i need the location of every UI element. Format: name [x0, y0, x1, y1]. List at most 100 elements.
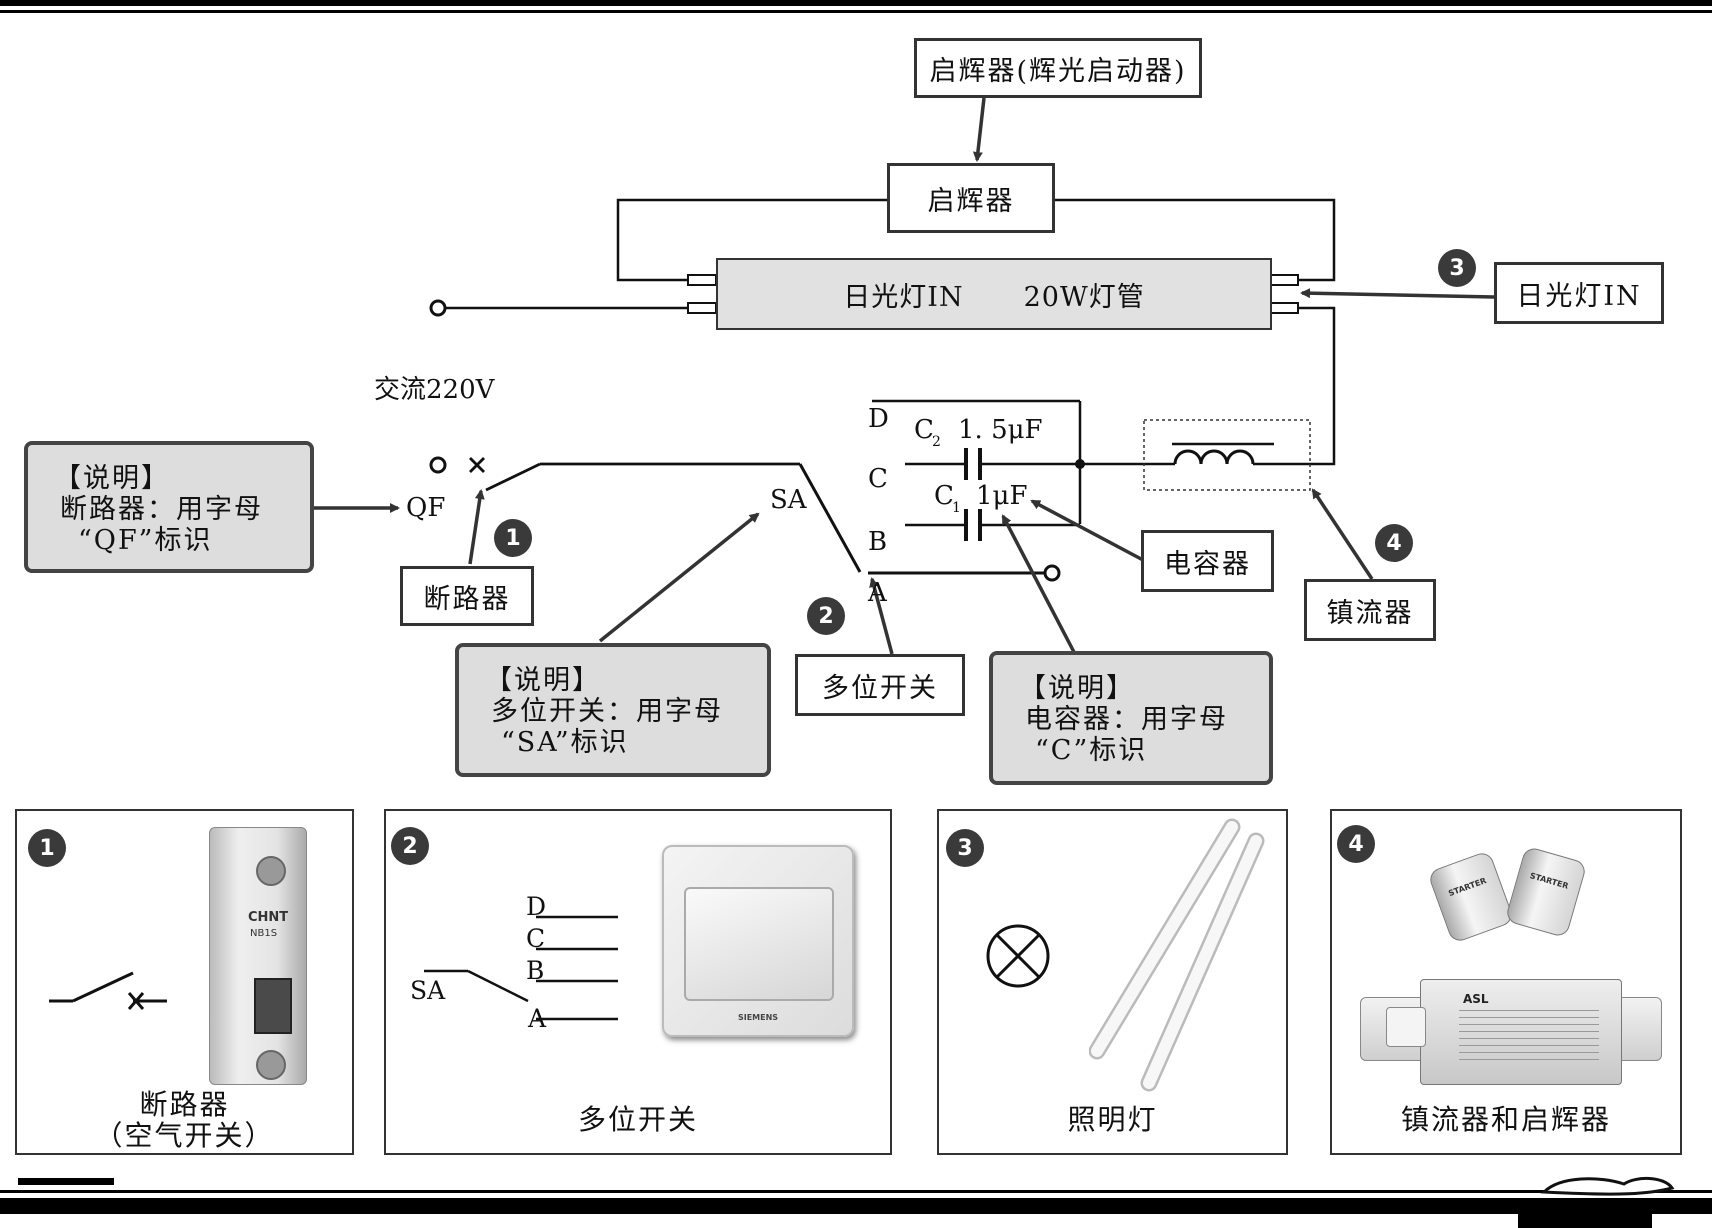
ballast-terminal-block	[1386, 1007, 1426, 1047]
breaker-device-image: CHNT NB1S	[209, 827, 307, 1085]
ballast-body: ASL	[1420, 979, 1622, 1085]
terminal-a-label: A	[867, 578, 888, 608]
panel-1-caption-line1: 断路器	[139, 1088, 230, 1121]
starter-callout-box: 启辉器(辉光启动器)	[914, 38, 1202, 98]
sa-label: SA	[770, 485, 808, 515]
breaker-toggle	[254, 978, 292, 1034]
starter-wiring	[441, 198, 1336, 466]
c1-subscript: 1	[952, 500, 961, 516]
switch-terminal-b: B	[526, 956, 544, 985]
panel-4-caption-line1: 镇流器和启辉器	[1400, 1103, 1611, 1136]
panel-switch: 2 D C B A SA SIEMENS 多位开关	[384, 809, 892, 1155]
ac-voltage-label: 交流220V	[374, 375, 496, 405]
switch-sa-symbol	[798, 463, 1045, 575]
note-capacitor-line2: “C”标识	[1035, 735, 1148, 766]
top-border-inner	[0, 10, 1712, 13]
ballast-label-lines	[1459, 1010, 1599, 1060]
bottom-accent	[18, 1178, 114, 1185]
capacitor-callout-box: 电容器	[1141, 530, 1274, 592]
switch-rocker	[684, 887, 834, 1001]
c2-label: C	[914, 415, 934, 445]
starter-canister-1: STARTER	[1426, 850, 1516, 944]
capacitor-c2-plates	[964, 448, 982, 480]
panel-2-badge: 2	[391, 827, 429, 865]
switch-sa-label: SA	[410, 976, 446, 1005]
bottom-corner-block	[1518, 1210, 1652, 1228]
badge-1: 1	[494, 519, 532, 557]
junction-node	[1075, 459, 1085, 469]
ballast-dashed-box	[1143, 419, 1311, 491]
panel-2-caption-line1: 多位开关	[577, 1103, 698, 1136]
panel-3-caption-line1: 照明灯	[1067, 1103, 1158, 1136]
panel-1-caption: 断路器 （空气开关）	[17, 1089, 352, 1151]
switch-terminal-a: A	[527, 1004, 547, 1033]
top-border	[0, 0, 1712, 6]
tube-lamps-image	[1089, 818, 1265, 1092]
note-breaker-line2: “QF”标识	[78, 525, 213, 556]
note-switch-title: 【说明】	[485, 665, 601, 696]
breaker-qf-symbol	[469, 457, 800, 492]
note-breaker: 【说明】 断路器：用字母 “QF”标识	[24, 441, 314, 573]
ballast-coil	[1173, 449, 1255, 465]
panel-4-caption: 镇流器和启辉器	[1332, 1104, 1680, 1135]
breaker-callout-box: 断路器	[400, 566, 534, 626]
c1-label: C	[934, 481, 954, 511]
capacitor-network	[872, 399, 1296, 527]
qf-terminal	[429, 456, 447, 474]
tube-rating: 20W灯管	[1023, 281, 1145, 313]
capacitor-c1-plates	[964, 509, 982, 541]
note-breaker-line1: 断路器：用字母	[60, 494, 263, 525]
lamp-symbol	[986, 924, 1050, 988]
c2-value: 1. 5μF	[958, 415, 1043, 445]
bottom-border-inner	[0, 1190, 1712, 1193]
panel-1-badge: 1	[28, 829, 66, 867]
callout-arrows	[313, 97, 1495, 655]
starter-box: 启辉器	[887, 163, 1055, 233]
note-breaker-title: 【说明】	[54, 463, 170, 494]
switch-symbol: D C B A SA	[410, 892, 618, 1033]
note-capacitor: 【说明】 电容器：用字母 “C”标识	[989, 651, 1273, 785]
switch-callout-box: 多位开关	[795, 654, 965, 716]
starter-canister-2: STARTER	[1504, 845, 1588, 939]
qf-label: QF	[406, 493, 445, 523]
switch-terminal-c: C	[526, 924, 545, 953]
panel-3-badge: 3	[946, 829, 984, 867]
terminal-c-label: C	[868, 464, 888, 494]
note-capacitor-title: 【说明】	[1019, 673, 1135, 704]
badge-2: 2	[807, 597, 845, 635]
c2-subscript: 2	[932, 434, 941, 450]
breaker-symbol	[49, 971, 167, 1010]
starter-1-label: STARTER	[1447, 876, 1488, 899]
ballast-callout-box: 镇流器	[1304, 579, 1436, 641]
fluorescent-tube: 日光灯IN 20W灯管	[716, 258, 1272, 330]
panel-2-caption: 多位开关	[386, 1104, 890, 1135]
terminal-d-label: D	[868, 404, 889, 434]
tube-name: 日光灯IN	[843, 281, 964, 313]
note-capacitor-line1: 电容器：用字母	[1025, 704, 1228, 735]
c1-value: 1μF	[976, 481, 1027, 511]
panel-1-caption-line2: （空气开关）	[94, 1119, 275, 1152]
panel-ballast: 4 STARTER STARTER ASL 镇流器和启辉器	[1330, 809, 1682, 1155]
tube-callout-box: 日光灯IN	[1494, 262, 1664, 324]
switch-device-image: SIEMENS	[662, 845, 854, 1037]
switch-terminal-d: D	[526, 892, 546, 921]
note-switch: 【说明】 多位开关：用字母 “SA”标识	[455, 643, 771, 777]
breaker-bottom-screw	[256, 1050, 286, 1080]
switch-brand: SIEMENS	[737, 1013, 779, 1022]
ac-terminal-top	[429, 299, 447, 317]
badge-3: 3	[1438, 249, 1476, 287]
corner-decoration-icon	[1540, 1177, 1675, 1196]
starter-2-label: STARTER	[1528, 871, 1570, 891]
badge-4: 4	[1375, 524, 1413, 562]
ac-terminal-bottom	[1043, 564, 1061, 582]
panel-3-caption: 照明灯	[939, 1104, 1286, 1135]
note-switch-line2: “SA”标识	[501, 727, 629, 758]
note-switch-line1: 多位开关：用字母	[491, 696, 723, 727]
ballast-brand: ASL	[1463, 992, 1489, 1006]
bottom-border	[0, 1198, 1712, 1214]
breaker-top-screw	[256, 856, 286, 886]
panel-4-badge: 4	[1337, 825, 1375, 863]
panel-lamp: 3 照明灯	[937, 809, 1288, 1155]
terminal-b-label: B	[868, 527, 887, 557]
